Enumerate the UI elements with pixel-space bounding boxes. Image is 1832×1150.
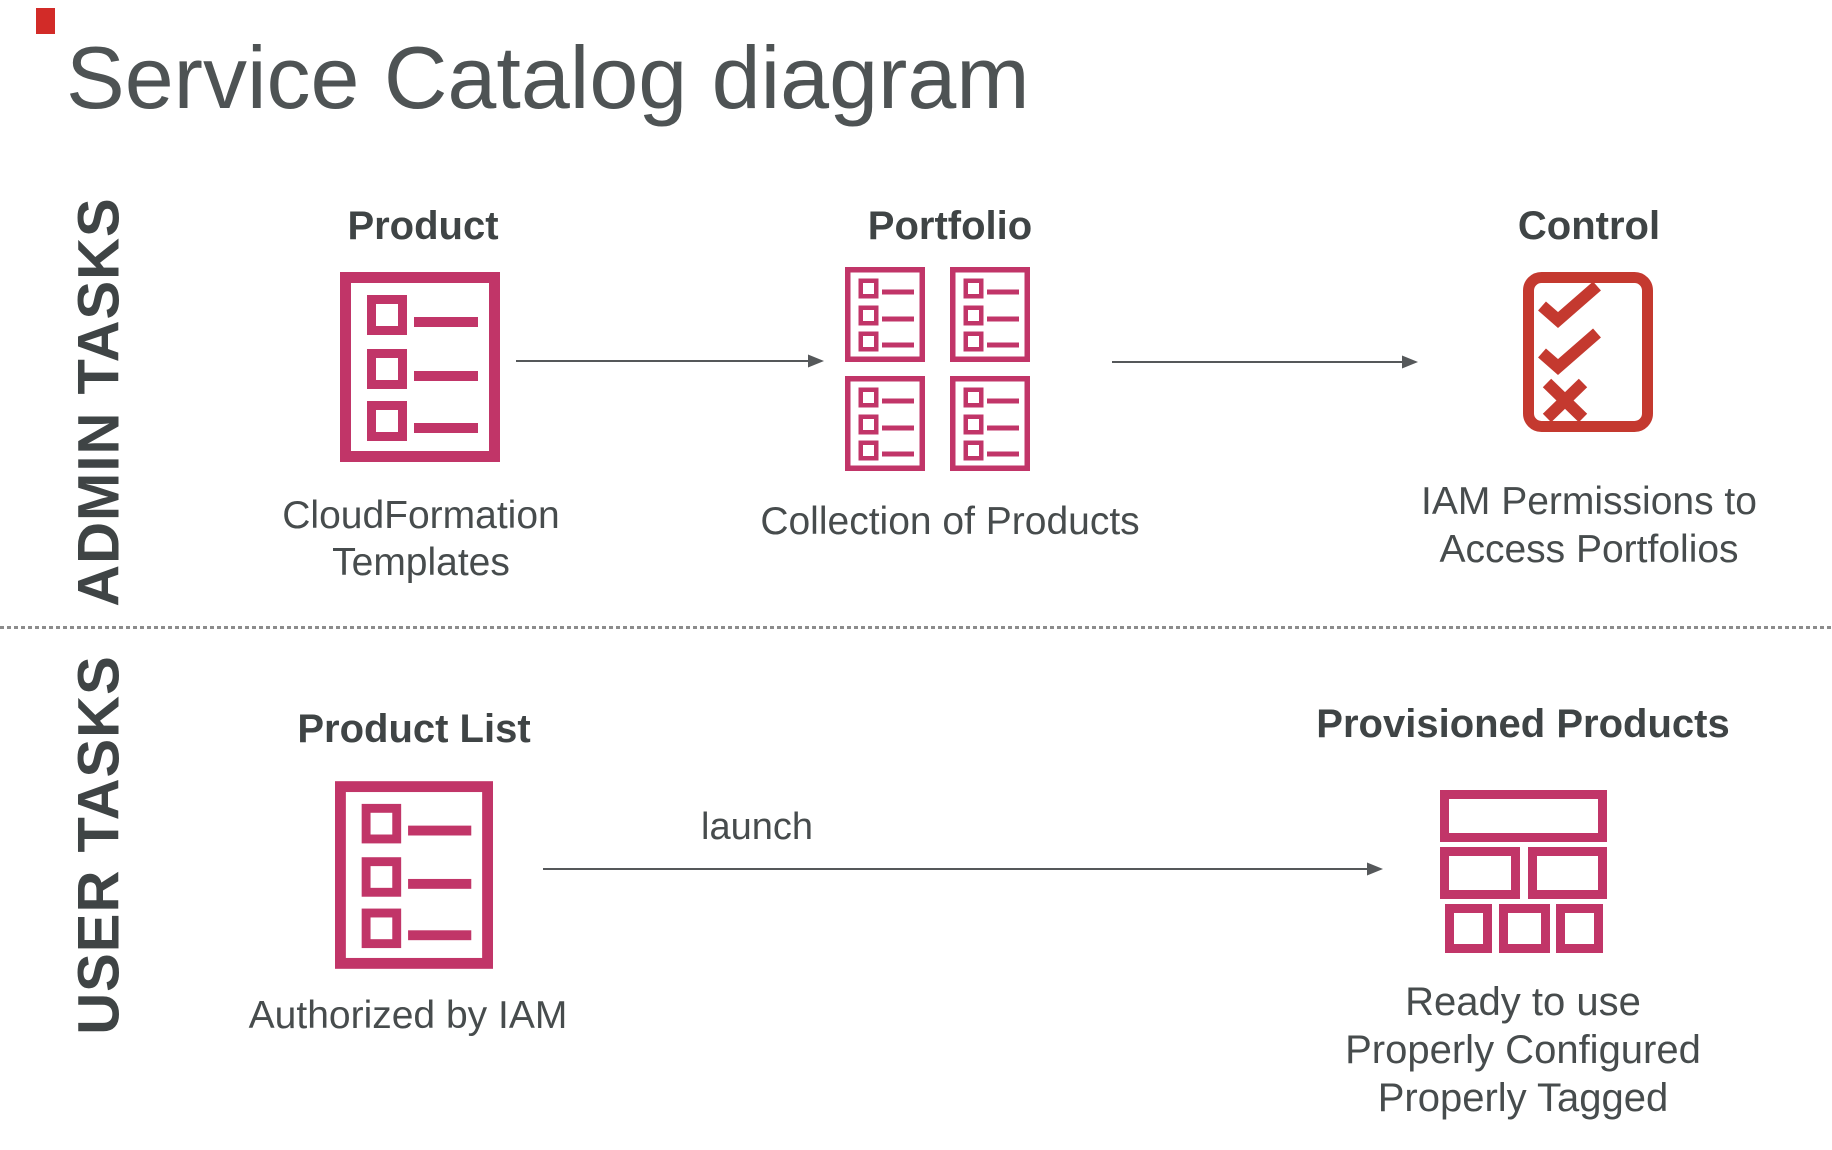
caption-line: Properly Tagged — [1377, 1076, 1669, 1120]
caption-line: Collection of Products — [760, 500, 1140, 543]
list-document-icon — [335, 780, 493, 970]
provisioned-products-title: Provisioned Products — [1316, 702, 1730, 746]
admin-tasks-label: ADMIN TASKS — [66, 197, 132, 607]
arrow-product-list-to-provisioned — [543, 862, 1383, 876]
caption-line: Properly Configured — [1345, 1028, 1701, 1072]
checklist-check-x-icon — [1523, 272, 1653, 432]
list-document-icon — [340, 272, 500, 462]
caption-line: Authorized by IAM — [248, 994, 568, 1037]
product-list-caption: Authorized by IAM — [249, 992, 568, 1039]
product-title: Product — [347, 204, 499, 248]
portfolio-title: Portfolio — [867, 204, 1033, 248]
caption-line: Templates — [332, 541, 510, 584]
control-caption: IAM Permissions to Access Portfolios — [1421, 478, 1757, 574]
caption-line: Ready to use — [1405, 980, 1641, 1024]
list-document-icon — [845, 376, 925, 471]
caption-line: IAM Permissions to — [1421, 480, 1757, 523]
product-caption: CloudFormation Templates — [282, 492, 559, 586]
control-title: Control — [1517, 204, 1661, 248]
product-list-title: Product List — [297, 707, 531, 751]
provisioned-products-caption: Ready to use Properly Configured Properl… — [1345, 978, 1701, 1122]
page-title: Service Catalog diagram — [66, 28, 1030, 127]
list-document-icon — [950, 267, 1030, 362]
caption-line: CloudFormation — [282, 494, 560, 537]
list-document-icon — [950, 376, 1030, 471]
portfolio-caption: Collection of Products — [760, 498, 1139, 545]
list-document-icon — [845, 267, 925, 362]
launch-arrow-label: launch — [701, 806, 813, 848]
bricks-grid-icon — [1440, 790, 1607, 953]
corner-accent-bar — [36, 8, 55, 34]
user-tasks-label: USER TASKS — [66, 655, 132, 1035]
arrow-portfolio-to-control — [1112, 355, 1418, 369]
section-divider-dashed-line — [0, 626, 1832, 629]
caption-line: Access Portfolios — [1439, 528, 1739, 571]
arrow-product-to-portfolio — [516, 354, 824, 368]
portfolio-grid-of-list-documents-icon — [845, 267, 1030, 471]
